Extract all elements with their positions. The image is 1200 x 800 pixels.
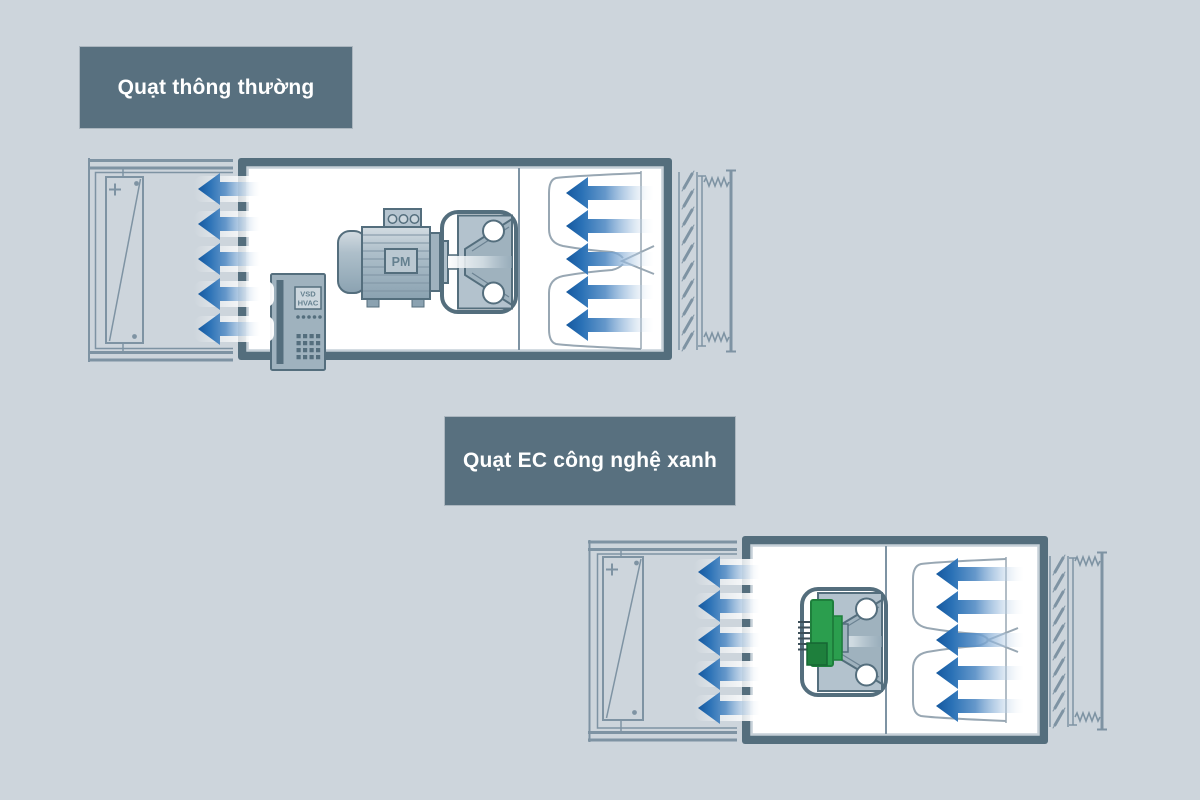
filter-element	[105, 168, 144, 353]
filter-duct-section	[88, 158, 233, 362]
vsd-controller: VSD HVAC	[270, 273, 326, 371]
ec-fan-diagram	[588, 536, 1107, 744]
plus-icon	[109, 183, 121, 196]
damper-louver	[1049, 553, 1069, 730]
filter-duct-section	[588, 540, 737, 742]
label-conventional-fan: Quạt thông thường	[80, 47, 352, 128]
label-ec-fan: Quạt EC công nghệ xanh	[445, 417, 735, 505]
pm-motor-badge: PM	[392, 255, 411, 269]
heatsink-fins	[798, 621, 811, 651]
ec-fan-assembly	[798, 587, 888, 697]
flexible-connector	[1069, 551, 1107, 731]
label-conventional-fan-text: Quạt thông thường	[117, 75, 315, 99]
plus-icon	[606, 563, 618, 576]
filter-element	[602, 549, 644, 733]
supply-airflow-arrows	[694, 556, 774, 724]
label-ec-fan-text: Quạt EC công nghệ xanh	[462, 449, 718, 472]
vsd-display-line2: HVAC	[298, 299, 319, 308]
vsd-leds	[296, 315, 322, 319]
ec-motor	[798, 599, 849, 667]
fan-impeller	[440, 210, 518, 314]
vsd-display-line1: VSD	[300, 290, 316, 299]
conventional-fan-diagram: VSD HVAC PM	[88, 158, 736, 371]
supply-airflow-arrows	[194, 173, 274, 345]
vsd-keypad	[296, 334, 321, 360]
damper-louver	[678, 169, 698, 353]
flexible-connector	[698, 169, 736, 353]
